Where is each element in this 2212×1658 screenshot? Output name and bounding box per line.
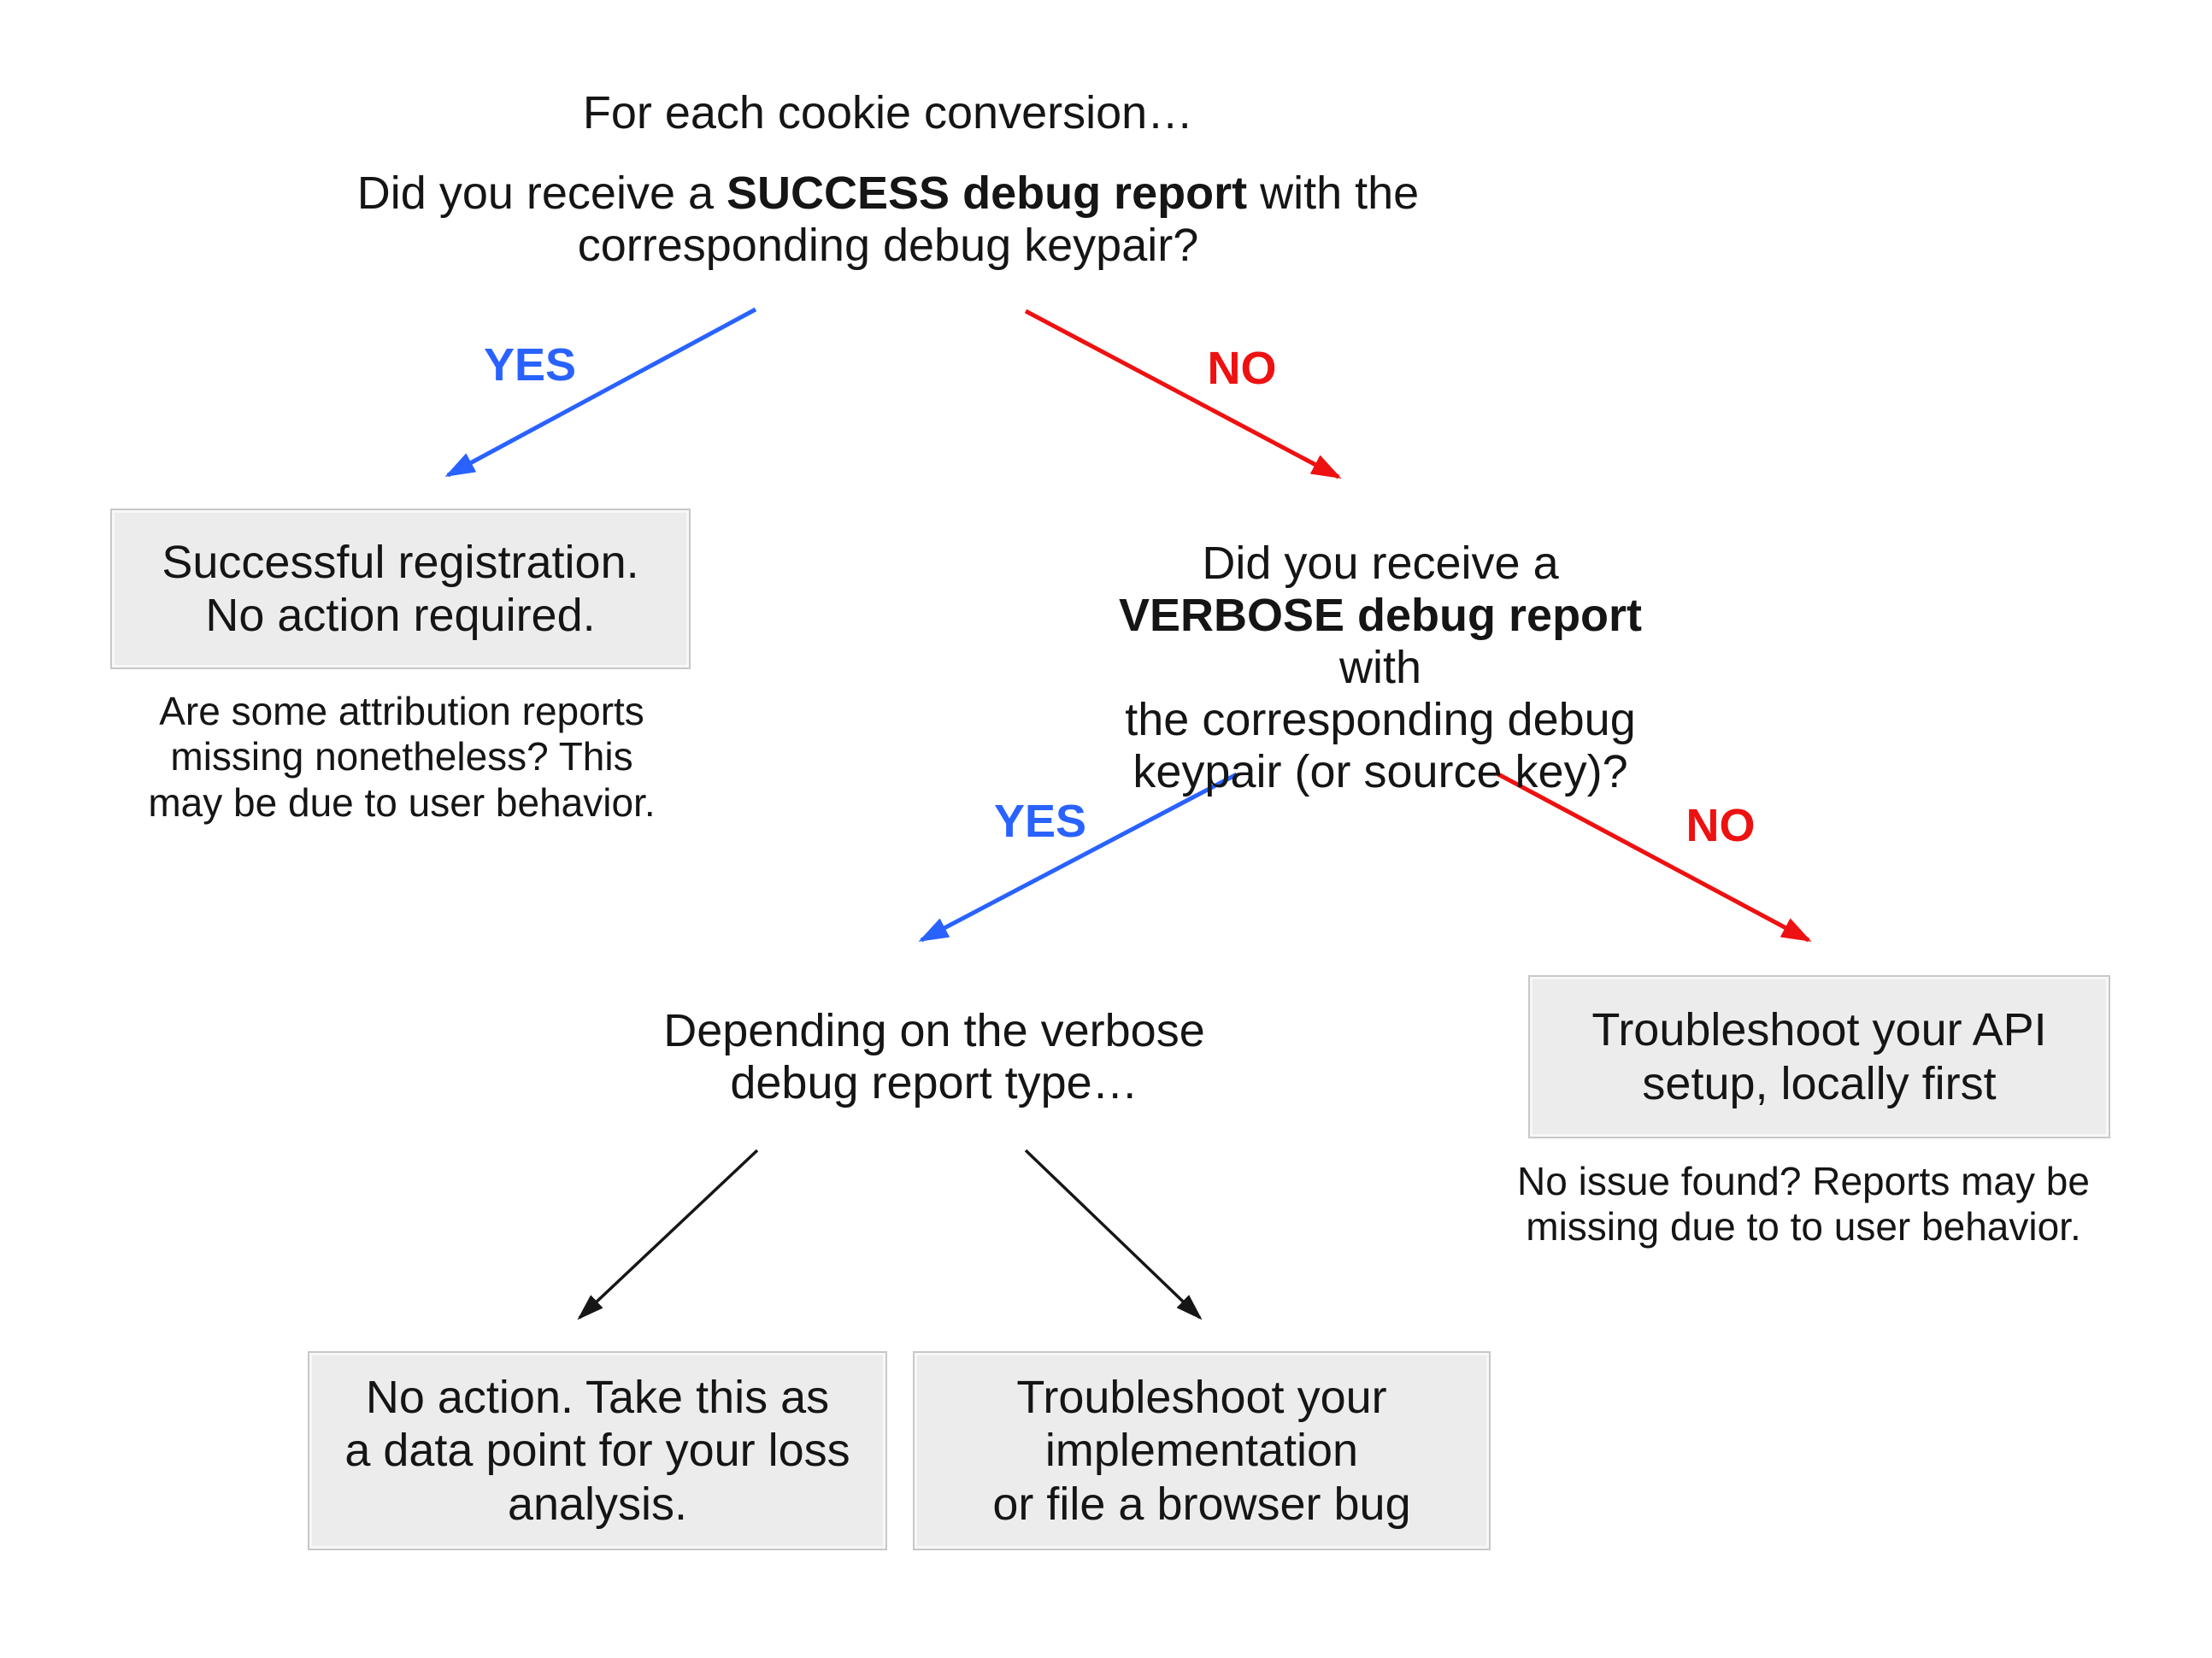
depending-text: Depending on the verbose debug report ty… [663, 1005, 1205, 1109]
verbose-question-line2: VERBOSE debug report with [1081, 590, 1680, 694]
verbose-question: Did you receive a VERBOSE debug report w… [1081, 538, 1680, 798]
verbose-question-line4: keypair (or source key)? [1132, 746, 1628, 798]
success-note: Are some attribution reports missing non… [148, 689, 656, 825]
branch-arrow-left [577, 1149, 759, 1320]
root-intro: For each cookie conversion… [582, 87, 1194, 138]
noaction-box: No action. Take this as a data point for… [308, 1351, 887, 1550]
api-note: No issue found? Reports may be missing d… [1517, 1159, 2090, 1249]
root-question-post: with the [1247, 168, 1420, 219]
yes-arrow-1 [444, 307, 757, 478]
branch-arrow-right [1024, 1149, 1203, 1320]
root-question-line1: Did you receive a SUCCESS debug report w… [337, 168, 1439, 220]
root-question-line2: corresponding debug keypair? [577, 220, 1199, 272]
api-box: Troubleshoot your API setup, locally fir… [1528, 975, 2110, 1138]
no-label-2: NO [1685, 800, 1756, 851]
impl-box: Troubleshoot your implementation or file… [913, 1351, 1491, 1550]
root-question: Did you receive a SUCCESS debug report w… [337, 168, 1439, 272]
verbose-question-bold: VERBOSE debug report [1118, 590, 1643, 642]
root-question-pre: Did you receive a [356, 168, 727, 219]
verbose-question-line1: Did you receive a [1202, 538, 1559, 589]
verbose-question-line3: the corresponding debug [1125, 694, 1636, 746]
root-question-bold: SUCCESS debug report [727, 168, 1248, 219]
yes-label-2: YES [993, 796, 1087, 847]
no-label-1: NO [1207, 343, 1277, 394]
verbose-question-line2-post: with [1338, 642, 1422, 694]
success-box: Successful registration. No action requi… [110, 509, 691, 669]
yes-label-1: YES [483, 339, 577, 391]
